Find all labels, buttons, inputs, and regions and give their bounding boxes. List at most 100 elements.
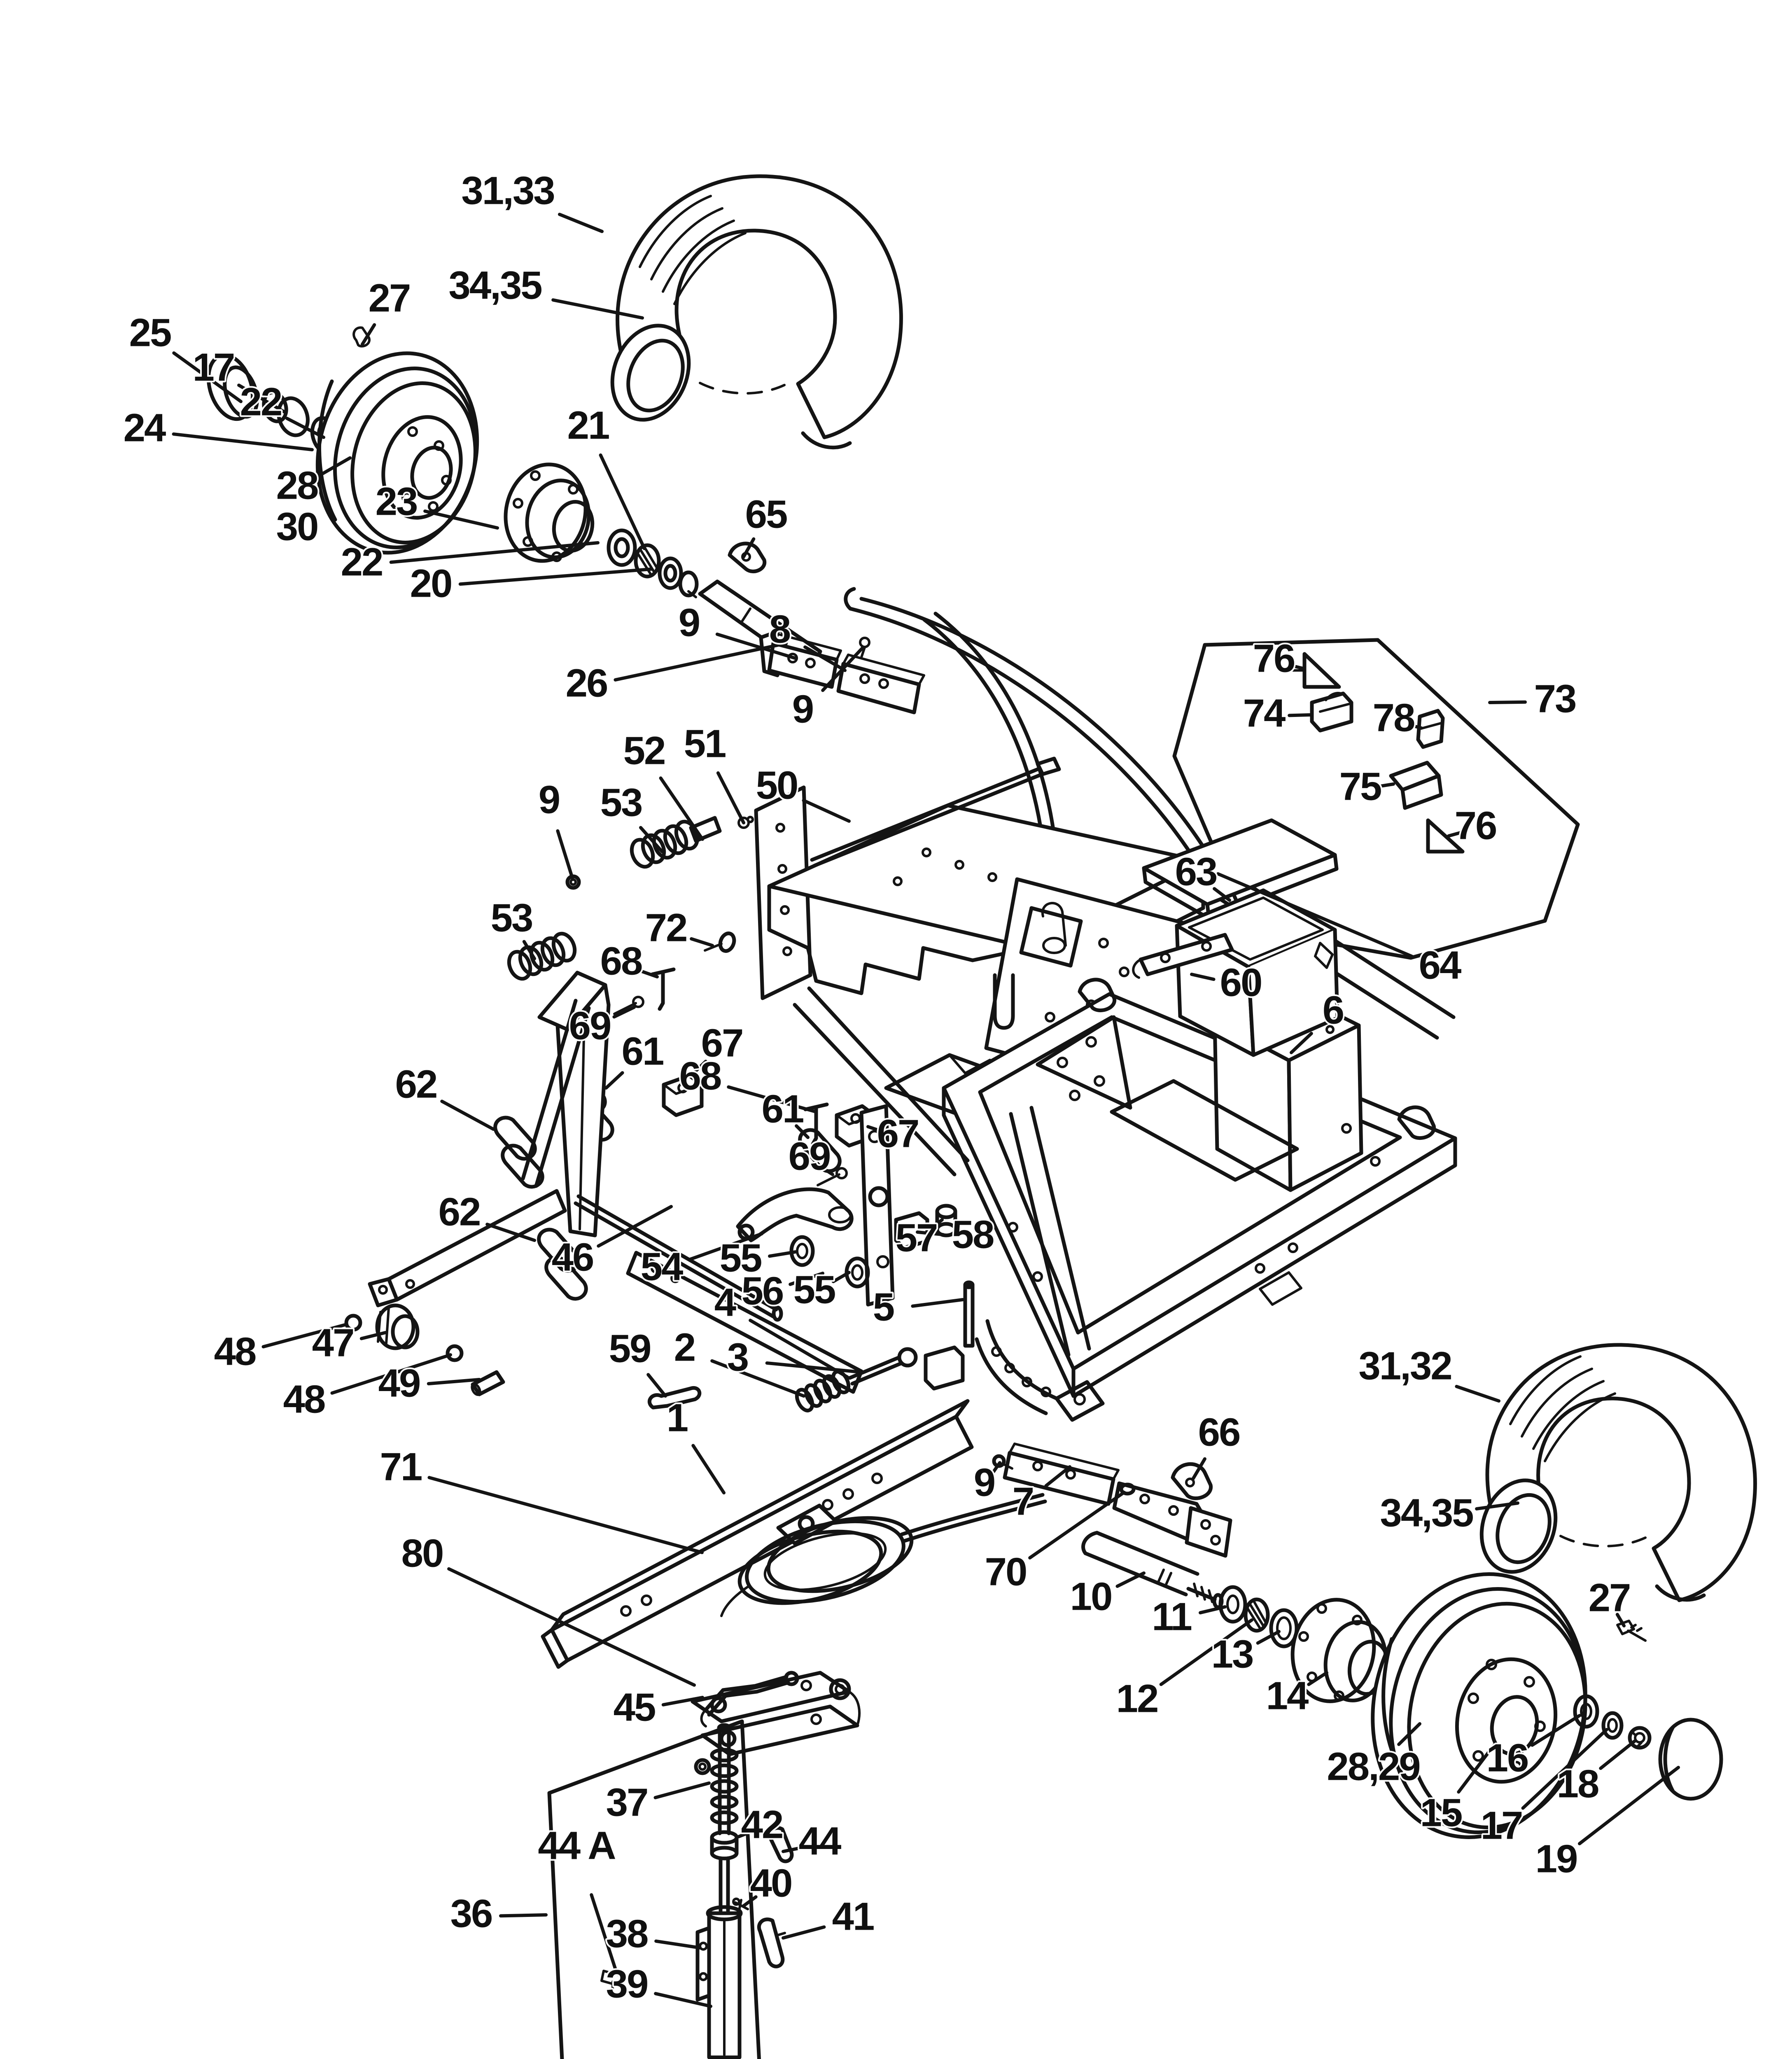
leader-line-76: [1447, 831, 1463, 838]
part-label-22: 22: [341, 540, 383, 584]
leader-line-27: [1615, 1613, 1626, 1627]
leader-line-6: [1290, 1032, 1313, 1054]
part-label-54: 54: [641, 1244, 683, 1289]
roll-pin-49: [471, 1370, 505, 1396]
rope-and-clevis: [691, 1493, 1047, 1775]
leader-line-9: [821, 646, 865, 692]
leader-line-72: [690, 937, 714, 947]
part-label-28: 28: [276, 463, 318, 507]
part-label-44: 44: [799, 1819, 841, 1863]
leader-line-48: [330, 1353, 452, 1395]
leader-line-44: [782, 1846, 801, 1853]
part-label-67: 67: [877, 1111, 919, 1156]
leader-line-61: [604, 1071, 624, 1090]
part-label-55: 55: [720, 1236, 761, 1280]
part-label-45: 45: [614, 1685, 655, 1729]
pin-5: [963, 1283, 975, 1348]
nut-18: [1628, 1726, 1652, 1750]
clamp-65: [728, 542, 767, 573]
bearing-21: [634, 543, 661, 579]
part-label-55: 55: [793, 1268, 835, 1312]
rear-wheel-group: [1371, 1572, 1723, 1839]
part-label-23: 23: [376, 479, 417, 523]
part-label-9: 9: [792, 687, 813, 731]
leader-line-46: [597, 1205, 673, 1248]
part-label-11: 11: [1152, 1594, 1191, 1639]
part-label-47: 47: [312, 1321, 354, 1365]
part-label-69: 69: [569, 1004, 611, 1048]
part-label-27: 27: [369, 276, 410, 320]
leader-line-53: [522, 940, 536, 960]
leader-line-51: [716, 771, 745, 824]
leader-line-55: [831, 1271, 851, 1284]
part-label-7: 7: [1013, 1479, 1033, 1523]
leader-line-63: [1213, 887, 1231, 902]
lug-bolt-27: [1616, 1620, 1635, 1635]
leader-line-42: [737, 1831, 751, 1838]
part-label-38: 38: [606, 1912, 648, 1956]
part-label-80: 80: [401, 1531, 443, 1575]
leader-line-70: [1028, 1491, 1126, 1559]
jack-spring-37: [710, 1810, 739, 1825]
part-label-4: 4: [714, 1280, 736, 1324]
main-frame: [924, 978, 1457, 1422]
part-label-62: 62: [439, 1190, 480, 1234]
washer-22b: [607, 528, 637, 567]
washer-16: [1573, 1694, 1599, 1729]
part-label-60: 60: [1220, 960, 1262, 1004]
screw-69a: [613, 1002, 637, 1015]
leader-lines: [172, 212, 1680, 2008]
screw-69b: [817, 1173, 840, 1186]
t-pin-68a: [650, 967, 676, 1011]
part-label-48: 48: [283, 1377, 325, 1421]
part-label-61: 61: [622, 1029, 663, 1073]
washer-11: [1218, 1585, 1247, 1624]
part-label-36: 36: [450, 1891, 492, 1935]
leader-line-10: [1115, 1571, 1146, 1588]
part-label-67: 67: [701, 1021, 743, 1065]
leader-line-2: [710, 1359, 805, 1398]
part-label-46: 46: [552, 1235, 593, 1279]
jack-panel-36: [547, 1719, 761, 2059]
ring-17: [1601, 1711, 1624, 1740]
part-label-5: 5: [873, 1285, 894, 1329]
rear-rim-28-29: [1371, 1572, 1587, 1839]
leader-line-28-29: [1397, 1722, 1421, 1746]
leader-line-45: [661, 1696, 704, 1706]
leader-line-54: [687, 1232, 763, 1261]
part-label-9: 9: [974, 1460, 994, 1504]
leader-line-66: [1192, 1457, 1206, 1480]
leader-line-16: [1531, 1714, 1581, 1747]
leader-line-61: [795, 1124, 810, 1139]
washer-20: [658, 556, 683, 590]
part-label-28-29: 28,29: [1327, 1744, 1419, 1788]
part-label-13: 13: [1211, 1632, 1253, 1676]
leader-line-19: [1578, 1766, 1680, 1846]
leader-line-52: [659, 776, 704, 841]
leader-line-50: [802, 798, 851, 823]
leader-line-40: [742, 1895, 758, 1907]
leader-line-69: [820, 1166, 834, 1176]
part-label-75: 75: [1339, 764, 1381, 808]
part-label-58: 58: [952, 1212, 994, 1256]
leader-line-9: [991, 1461, 1001, 1475]
leader-line-34-35: [551, 298, 644, 320]
part-label-18: 18: [1557, 1762, 1598, 1806]
leader-line-4: [749, 1319, 849, 1379]
leader-line-3: [765, 1361, 862, 1374]
leader-line-67: [691, 1060, 707, 1076]
leader-line-28: [321, 456, 352, 476]
leader-line-47: [359, 1331, 387, 1340]
leader-line-58: [916, 1230, 945, 1237]
part-label-48: 48: [214, 1329, 256, 1373]
part-label-66: 66: [1198, 1410, 1240, 1454]
part-label-1: 1: [667, 1396, 688, 1440]
leader-line-18: [1599, 1739, 1636, 1770]
leader-line-73: [1488, 700, 1527, 704]
leader-line-57: [929, 1218, 944, 1231]
leader-line-14: [1307, 1671, 1328, 1686]
leader-line-5: [911, 1298, 964, 1308]
leader-line-53: [639, 826, 664, 853]
part-label-52: 52: [623, 728, 665, 773]
